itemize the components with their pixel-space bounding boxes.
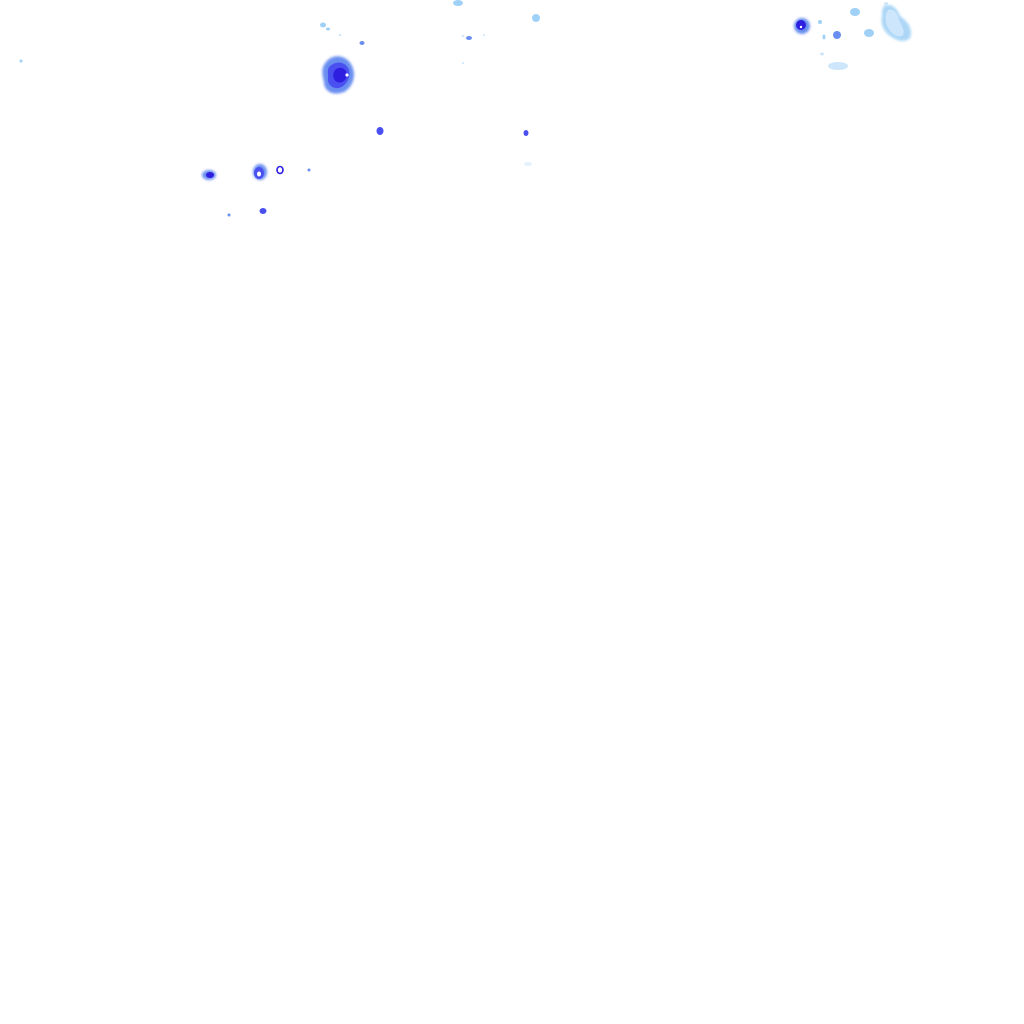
echo-heavy: [206, 172, 214, 178]
echo-moderate: [833, 31, 841, 39]
echo-very-light: [884, 2, 888, 6]
echo-light: [320, 22, 326, 28]
echo-heavy: [259, 208, 267, 214]
echo-very-light: [820, 52, 824, 56]
echo-light: [326, 27, 330, 31]
echo-light: [453, 0, 463, 6]
echo-moderate: [227, 213, 231, 217]
echo-light: [850, 8, 860, 16]
storm-cell-west: [202, 170, 216, 180]
echo-very-light: [462, 62, 464, 64]
echo-moderate: [307, 168, 311, 172]
echo-hole: [799, 25, 803, 29]
echo-very-light-area: [885, 9, 904, 37]
echo-light: [822, 34, 826, 40]
echo-moderate: [359, 41, 365, 45]
storm-cell-northeast: [794, 18, 810, 34]
echo-very-light: [338, 34, 342, 36]
echo-main-core: [333, 67, 347, 83]
echo-very-light: [483, 34, 485, 36]
echo-ring: [276, 165, 284, 175]
echo-light: [864, 29, 874, 37]
storm-cell-center-west: [253, 164, 267, 180]
echo-heavy: [523, 130, 529, 136]
echo-main-hole: [345, 73, 349, 77]
echo-very-light: [828, 62, 848, 70]
echo-very-light: [524, 162, 532, 166]
echo-light: [818, 20, 822, 24]
echo-very-light: [461, 35, 465, 37]
echo-hole: [257, 171, 261, 177]
echo-heavy: [376, 127, 384, 135]
echo-moderate: [466, 36, 472, 40]
echo-heavy: [796, 20, 806, 30]
echo-very-light: [19, 59, 23, 63]
light-rain-area-northeast: [881, 4, 912, 42]
storm-cell-main: [322, 56, 355, 94]
echo-light: [532, 14, 540, 22]
